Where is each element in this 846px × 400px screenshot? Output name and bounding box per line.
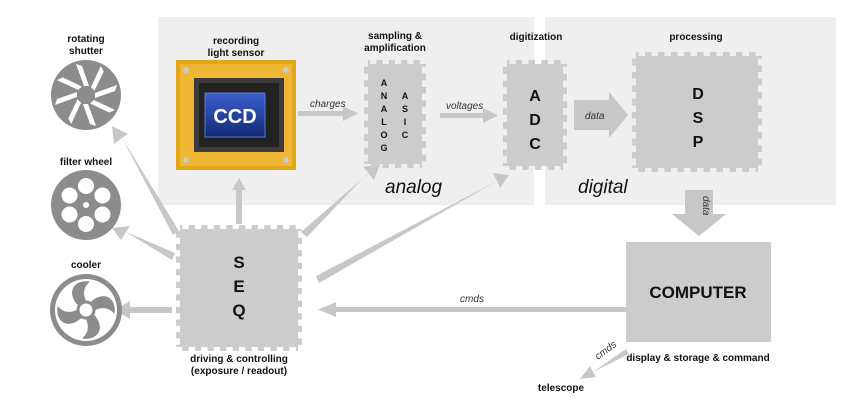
voltages-label: voltages	[446, 101, 483, 112]
cmds-label-main: cmds	[460, 294, 484, 305]
recording-label-2: light sensor	[208, 48, 265, 59]
asic-letter: A	[402, 91, 409, 101]
telescope-label: telescope	[538, 383, 585, 394]
filter-hole	[61, 206, 78, 223]
cooler-label: cooler	[71, 260, 101, 271]
filter-wheel-icon	[51, 170, 121, 240]
aperture-blade	[68, 99, 82, 124]
adc-letter: D	[529, 112, 541, 129]
analog-section-label: analog	[385, 177, 442, 198]
digitization-label: digitization	[510, 32, 563, 43]
analog-letter: G	[380, 143, 387, 153]
sampling-label-2: amplification	[364, 43, 426, 54]
digital-section-label: digital	[578, 177, 628, 198]
processing-label: processing	[669, 32, 722, 43]
analog-letter: L	[381, 117, 387, 127]
seq-letter: Q	[232, 301, 245, 320]
filter-hole	[61, 187, 78, 204]
filter-hole	[78, 216, 94, 232]
computer-box	[626, 242, 771, 342]
aperture-blade	[95, 85, 117, 98]
asic-chip	[364, 60, 426, 168]
seq-letter: E	[233, 277, 244, 296]
aperture-icon	[51, 60, 121, 130]
aperture-blade	[90, 66, 104, 91]
adc-chip	[503, 60, 567, 170]
display-storage-label: display & storage & command	[626, 353, 769, 364]
dsp-letter: P	[693, 134, 704, 151]
seq-chip	[176, 225, 302, 351]
aperture-blade	[55, 92, 77, 105]
asic-letter: C	[402, 130, 409, 140]
filter-wheel-label: filter wheel	[60, 157, 112, 168]
data-label-down: data	[700, 196, 711, 216]
asic-letter: I	[404, 117, 407, 127]
data-label-adc: data	[585, 111, 605, 122]
charges-label: charges	[310, 99, 346, 110]
driving-label-2: (exposure / readout)	[191, 366, 287, 377]
aperture-blade	[90, 99, 115, 113]
analog-letter: A	[381, 104, 388, 114]
adc-letter: C	[529, 136, 541, 153]
analog-letters: A N A L O G	[380, 78, 387, 153]
sampling-label: sampling &	[368, 31, 422, 42]
ccd-sensor: CCD	[176, 60, 296, 170]
filter-hole	[94, 206, 111, 223]
aperture-blade	[76, 64, 89, 86]
rotating-shutter-label-2: shutter	[69, 46, 103, 57]
aperture-blade	[57, 77, 82, 91]
computer-text: COMPUTER	[649, 283, 746, 302]
ccd-text: CCD	[213, 106, 256, 128]
dsp-letter: S	[693, 110, 704, 127]
seq-letter: S	[233, 253, 244, 272]
filter-hole	[94, 187, 111, 204]
driving-label: driving & controlling	[190, 354, 288, 365]
analog-letter: N	[381, 91, 388, 101]
dsp-chip	[632, 52, 762, 172]
analog-letter: O	[380, 130, 387, 140]
asic-letters: A S I C	[402, 91, 409, 140]
adc-letter: A	[529, 88, 541, 105]
dsp-letter: D	[692, 86, 704, 103]
analog-letter: A	[381, 78, 388, 88]
rotating-shutter-label: rotating	[67, 34, 104, 45]
arrows	[112, 92, 726, 379]
fan-icon	[50, 274, 122, 346]
asic-letter: S	[402, 104, 408, 114]
recording-label: recording	[213, 36, 259, 47]
aperture-blade	[83, 104, 96, 126]
filter-hole	[78, 178, 94, 194]
